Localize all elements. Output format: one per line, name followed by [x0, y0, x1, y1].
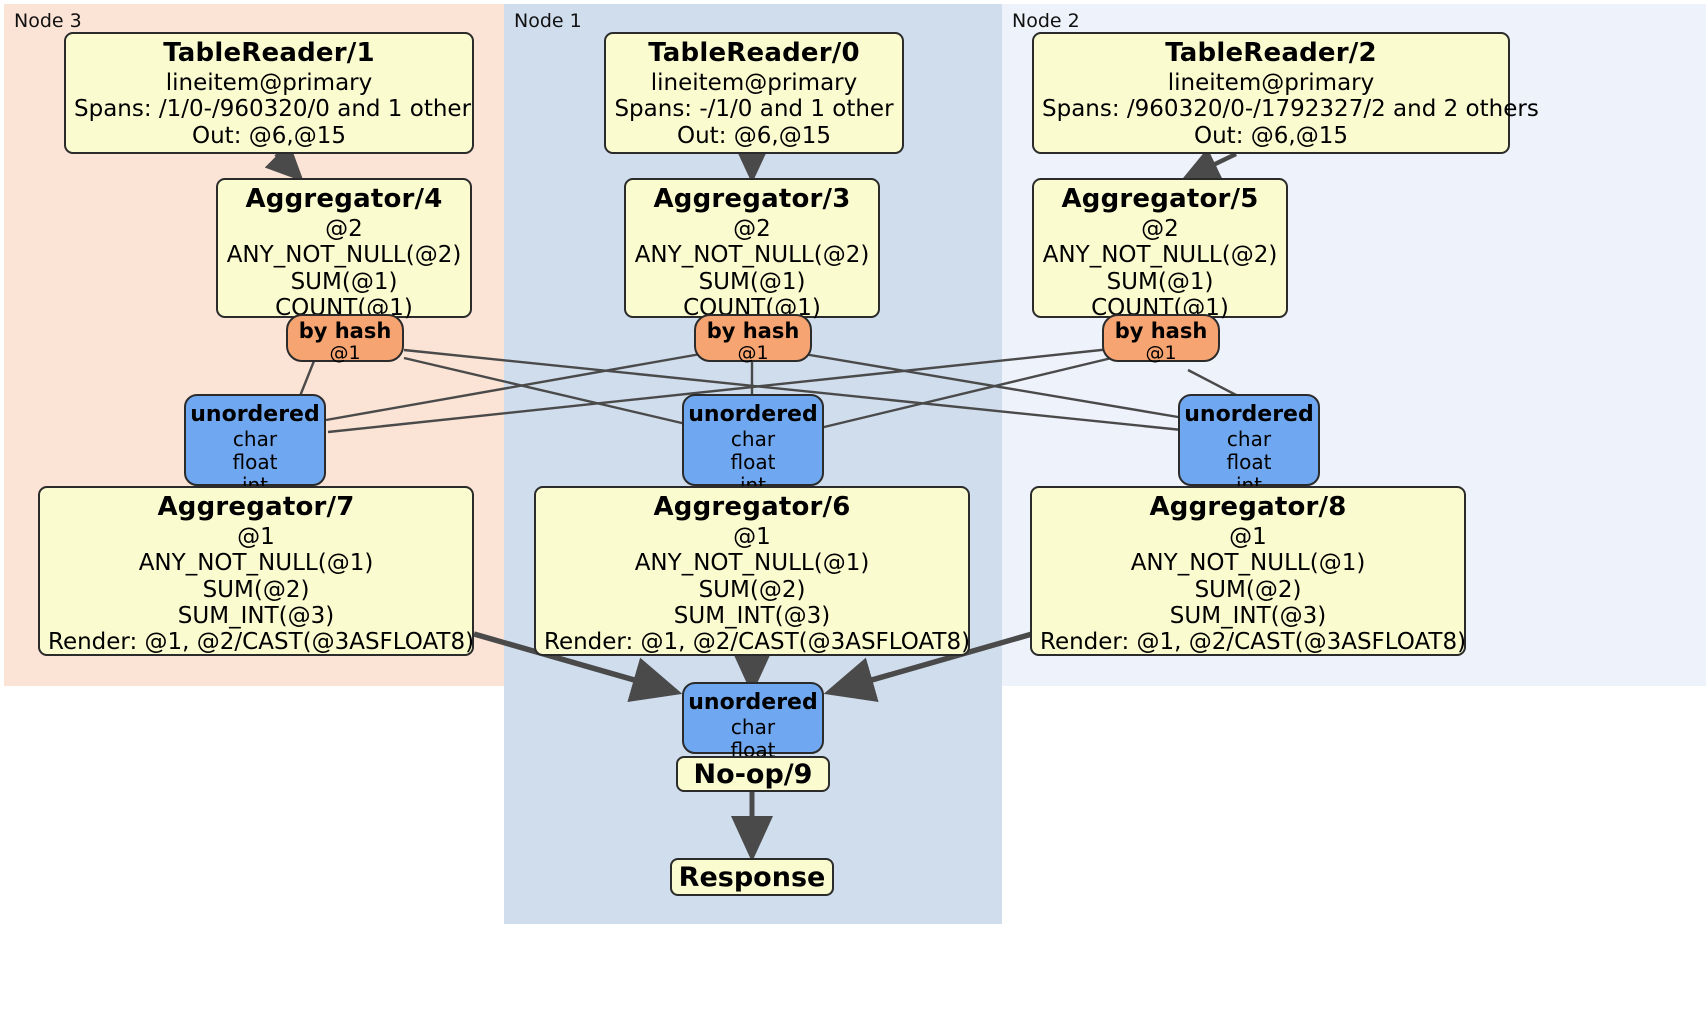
response-box[interactable]: Response [670, 858, 834, 896]
aggregator-5-func-2: SUM(@1) [1106, 268, 1214, 295]
hash-router-left-title: by hash [298, 319, 392, 343]
sync-unordered-mid[interactable]: unordered char float int [682, 394, 824, 496]
aggregator-4-func-1: ANY_NOT_NULL(@2) [226, 242, 462, 269]
aggregator-5-box[interactable]: Aggregator/5 @2 ANY_NOT_NULL(@2) SUM(@1)… [1032, 178, 1288, 321]
no-op-9-title: No-op/9 [693, 758, 813, 790]
table-reader-1-box[interactable]: TableReader/1 lineitem@primary Spans: /1… [64, 32, 474, 154]
aggregator-7-func-1: ANY_NOT_NULL(@1) [138, 550, 374, 577]
aggregator-6-render: Render: @1, @2/CAST(@3ASFLOAT8) [544, 629, 971, 656]
aggregator-6-group: @1 [733, 523, 771, 550]
aggregator-8-group: @1 [1229, 523, 1267, 550]
sync-unordered-right-type-0: char [1226, 427, 1272, 452]
aggregator-6-box[interactable]: Aggregator/6 @1 ANY_NOT_NULL(@1) SUM(@2)… [534, 486, 970, 656]
table-reader-0-title: TableReader/0 [648, 38, 860, 68]
table-reader-2-box[interactable]: TableReader/2 lineitem@primary Spans: /9… [1032, 32, 1539, 154]
aggregator-8-func-1: ANY_NOT_NULL(@1) [1130, 550, 1366, 577]
aggregator-8-func-2: SUM(@2) [1194, 576, 1302, 603]
aggregator-7-func-2: SUM(@2) [202, 576, 310, 603]
aggregator-7-render: Render: @1, @2/CAST(@3ASFLOAT8) [48, 629, 475, 656]
aggregator-5-title: Aggregator/5 [1061, 184, 1259, 214]
panel-node-2-label: Node 2 [1012, 10, 1080, 32]
sync-unordered-mid-title: unordered [688, 402, 818, 427]
table-reader-0-spans: Spans: -/1/0 and 1 other [614, 96, 894, 123]
aggregator-7-group: @1 [237, 523, 275, 550]
table-reader-2-spans: Spans: /960320/0-/1792327/2 and 2 others [1042, 96, 1539, 123]
hash-router-mid-title: by hash [706, 319, 800, 343]
sync-unordered-right[interactable]: unordered char float int [1178, 394, 1320, 496]
sync-unordered-left-type-1: float [232, 450, 278, 475]
table-reader-0-source: lineitem@primary [650, 69, 858, 96]
table-reader-2-out: Out: @6,@15 [1194, 122, 1348, 149]
response-title: Response [678, 861, 826, 893]
aggregator-4-box[interactable]: Aggregator/4 @2 ANY_NOT_NULL(@2) SUM(@1)… [216, 178, 472, 321]
sync-unordered-right-type-1: float [1226, 450, 1272, 475]
panel-node-3-label: Node 3 [14, 10, 82, 32]
hash-router-right-column: @1 [1145, 342, 1177, 365]
table-reader-0-out: Out: @6,@15 [677, 122, 831, 149]
aggregator-3-box[interactable]: Aggregator/3 @2 ANY_NOT_NULL(@2) SUM(@1)… [624, 178, 880, 321]
hash-router-left[interactable]: by hash @1 [286, 314, 404, 365]
sync-unordered-final-type-1: float [730, 738, 776, 763]
aggregator-7-func-3: SUM_INT(@3) [177, 603, 335, 630]
aggregator-4-func-2: SUM(@1) [290, 268, 398, 295]
aggregator-6-title: Aggregator/6 [653, 492, 851, 522]
sync-unordered-right-title: unordered [1184, 402, 1314, 427]
table-reader-0-box[interactable]: TableReader/0 lineitem@primary Spans: -/… [604, 32, 904, 154]
aggregator-8-box[interactable]: Aggregator/8 @1 ANY_NOT_NULL(@1) SUM(@2)… [1030, 486, 1466, 656]
table-reader-1-out: Out: @6,@15 [192, 122, 346, 149]
table-reader-1-source: lineitem@primary [165, 69, 373, 96]
sync-unordered-final[interactable]: unordered char float [682, 682, 824, 761]
hash-router-right[interactable]: by hash @1 [1102, 314, 1220, 365]
aggregator-5-func-1: ANY_NOT_NULL(@2) [1042, 242, 1278, 269]
sync-unordered-left-title: unordered [190, 402, 320, 427]
hash-router-mid[interactable]: by hash @1 [694, 314, 812, 365]
sync-unordered-left-type-0: char [232, 427, 278, 452]
aggregator-3-func-2: SUM(@1) [698, 268, 806, 295]
sync-unordered-left[interactable]: unordered char float int [184, 394, 326, 496]
sync-unordered-mid-type-0: char [730, 427, 776, 452]
sync-unordered-final-type-0: char [730, 715, 776, 740]
table-reader-1-title: TableReader/1 [163, 38, 375, 68]
aggregator-8-render: Render: @1, @2/CAST(@3ASFLOAT8) [1040, 629, 1467, 656]
aggregator-7-box[interactable]: Aggregator/7 @1 ANY_NOT_NULL(@1) SUM(@2)… [38, 486, 474, 656]
aggregator-4-group: @2 [325, 215, 363, 242]
table-reader-1-spans: Spans: /1/0-/960320/0 and 1 other [74, 96, 472, 123]
hash-router-right-title: by hash [1114, 319, 1208, 343]
table-reader-2-title: TableReader/2 [1165, 38, 1377, 68]
aggregator-5-group: @2 [1141, 215, 1179, 242]
aggregator-6-func-1: ANY_NOT_NULL(@1) [634, 550, 870, 577]
aggregator-7-title: Aggregator/7 [157, 492, 355, 522]
hash-router-left-column: @1 [329, 342, 361, 365]
hash-router-mid-column: @1 [737, 342, 769, 365]
no-op-9-box[interactable]: No-op/9 [676, 756, 830, 792]
sync-unordered-final-title: unordered [688, 690, 818, 715]
aggregator-8-func-3: SUM_INT(@3) [1169, 603, 1327, 630]
aggregator-3-func-1: ANY_NOT_NULL(@2) [634, 242, 870, 269]
aggregator-4-title: Aggregator/4 [245, 184, 443, 214]
aggregator-6-func-3: SUM_INT(@3) [673, 603, 831, 630]
table-reader-2-source: lineitem@primary [1167, 69, 1375, 96]
aggregator-6-func-2: SUM(@2) [698, 576, 806, 603]
aggregator-8-title: Aggregator/8 [1149, 492, 1347, 522]
aggregator-3-title: Aggregator/3 [653, 184, 851, 214]
panel-node-1-label: Node 1 [514, 10, 582, 32]
sync-unordered-mid-type-1: float [730, 450, 776, 475]
aggregator-3-group: @2 [733, 215, 771, 242]
